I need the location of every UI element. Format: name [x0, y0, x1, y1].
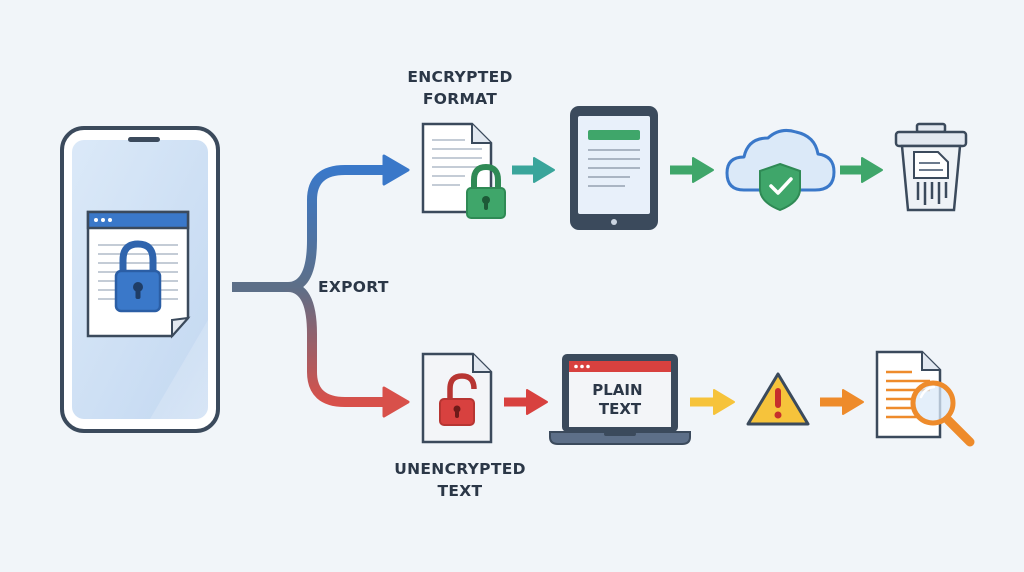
cloud-shield-icon: [725, 129, 836, 212]
encrypted-format-label: ENCRYPTED FORMAT: [380, 66, 540, 110]
unencrypted-branch-arrow: [283, 282, 410, 418]
encrypted-branch-arrow: [283, 154, 410, 292]
laptop-screen-text: PLAIN TEXT: [592, 381, 648, 418]
warning-icon: [746, 372, 810, 426]
encrypted-format-label-line1: ENCRYPTED: [407, 68, 513, 86]
arrow-to-tablet: [512, 157, 555, 183]
unencrypted-text-label: UNENCRYPTED TEXT: [370, 458, 550, 502]
unencrypted-text-label-line2: TEXT: [437, 482, 483, 500]
arrow-to-warning: [690, 389, 735, 415]
export-label: EXPORT: [318, 278, 389, 296]
arrow-to-shredder: [840, 157, 883, 183]
arrow-to-cloud: [670, 157, 714, 183]
locked-document-window: [86, 210, 191, 339]
encrypted-format-label-line2: FORMAT: [422, 90, 498, 108]
laptop-icon: PLAIN TEXT: [549, 354, 691, 445]
unlocked-file-icon: [421, 352, 493, 444]
unencrypted-text-label-line1: UNENCRYPTED: [394, 460, 526, 478]
locked-file-icon: [421, 122, 506, 219]
tablet-icon: [570, 106, 658, 230]
arrow-to-inspection: [820, 389, 864, 415]
arrow-to-laptop: [504, 389, 548, 415]
magnifier-document-icon: [875, 350, 975, 447]
shredder-trash-icon: [894, 122, 968, 212]
lock-icon: [114, 240, 162, 313]
